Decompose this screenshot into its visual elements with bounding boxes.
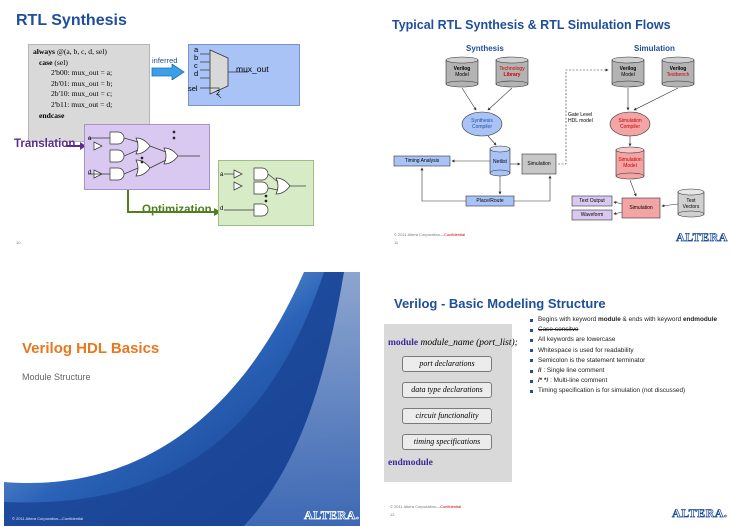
translation-input-a: a (88, 136, 92, 142)
slide-title: RTL Synthesis (16, 12, 127, 29)
optimization-label: Optimization (142, 204, 212, 216)
translation-input-d: d (88, 170, 92, 176)
port-declarations-block: port declarations (402, 356, 492, 372)
slide-verilog-hdl-basics: Verilog HDL Basics Module Structure © 20… (4, 272, 360, 526)
bullet-item: All keywords are lowercase (528, 336, 718, 344)
mux-input-labels: a b c d (194, 45, 199, 78)
bullet-item: Begins with keyword module & ends with k… (528, 316, 718, 324)
footer-copyright: © 2011 Altera Corporation—Confidential (394, 232, 466, 237)
optimization-input-d: d (220, 206, 224, 212)
code-line-1: case (sel) (39, 57, 68, 67)
footer-copyright: © 2011 Altera Corporation—Confidential (12, 516, 84, 521)
page-number: 11 (394, 240, 399, 245)
circuit-functionality-block: circuit functionality (402, 408, 492, 424)
slide-rtl-flows: Typical RTL Synthesis & RTL Simulation F… (372, 4, 728, 258)
slide-subtitle: Module Structure (22, 372, 91, 382)
slide-title: Verilog - Basic Modeling Structure (394, 296, 606, 311)
code-line-4: 2b'10: mux_out = c; (51, 89, 113, 99)
bullet-item: Case-sensitve (528, 326, 718, 334)
waveform-label: Waveform (580, 212, 604, 218)
altera-logo: ALTERA. (304, 508, 360, 523)
translation-gates-icon (88, 130, 200, 181)
simulation-heading: Simulation (634, 44, 675, 53)
mux-output-label: mux_out (236, 64, 269, 74)
slide-title: Typical RTL Synthesis & RTL Simulation F… (392, 18, 671, 32)
mux-sel-width: 2 (216, 90, 220, 97)
mux-symbol-icon (200, 49, 248, 99)
code-line-5: 2'b11: mux_out = d; (51, 99, 113, 109)
module-structure-box (384, 324, 512, 482)
simulation2-label: Simulation (629, 205, 653, 211)
timing-specifications-block: timing specifications (402, 434, 492, 450)
bullet-item: // : Single line comment (528, 367, 718, 375)
code-line-2: 2'b00: mux_out = a; (51, 68, 113, 78)
swoosh-background-icon (4, 272, 360, 526)
translation-label: Translation (14, 138, 76, 150)
bullet-item: Whitespace is used for readability (528, 347, 718, 355)
page-number: 10 (16, 240, 21, 245)
data-type-declarations-block: data type declarations (402, 382, 492, 398)
place-route-label: Place/Route (476, 198, 504, 204)
inferred-arrow-icon (151, 64, 185, 80)
optimization-gates-icon (224, 167, 306, 217)
translation-arrow-icon (66, 142, 86, 150)
translation-panel (84, 124, 210, 190)
module-declaration: module module_name (port_list); (388, 338, 518, 348)
bullet-list: Begins with keyword module & ends with k… (528, 316, 718, 398)
mux-sel-label: sel (188, 84, 198, 93)
bullet-item: /* */ : Multi-line comment (528, 377, 718, 385)
slide-verilog-modeling-structure: Verilog - Basic Modeling Structure modul… (372, 272, 728, 526)
synthesis-heading: Synthesis (466, 44, 504, 53)
simulation-box-label: Simulation (527, 161, 551, 167)
bullet-item: Timing specification is for simulation (… (528, 387, 718, 395)
altera-logo: ALTERA. (672, 506, 728, 521)
code-line-6: endcase (39, 110, 65, 120)
flow-diagram-icon (393, 56, 705, 221)
slide-rtl-synthesis: RTL Synthesis always @(a, b, c, d, sel) … (4, 4, 360, 258)
endmodule-keyword: endmodule (388, 458, 433, 468)
slide-title: Verilog HDL Basics (22, 340, 160, 357)
optimization-arrow-icon (127, 190, 221, 216)
page-number: 12 (390, 512, 395, 517)
inferred-label: inferred (152, 56, 178, 65)
altera-logo: ALTERA. (676, 230, 728, 245)
optimization-input-a: a (220, 172, 224, 178)
netlist-label: Netlist (493, 159, 507, 165)
text-output-label: Text Output (579, 198, 605, 204)
code-line-0: always @(a, b, c, d, sel) (33, 47, 107, 56)
bullet-item: Semicolon is the statement terminator (528, 357, 718, 365)
footer-copyright: © 2011 Altera Corporation—Confidential (390, 504, 462, 509)
timing-analysis-label: Timing Analysis (404, 158, 440, 164)
code-line-3: 2b'01: mux_out = b; (51, 78, 113, 88)
